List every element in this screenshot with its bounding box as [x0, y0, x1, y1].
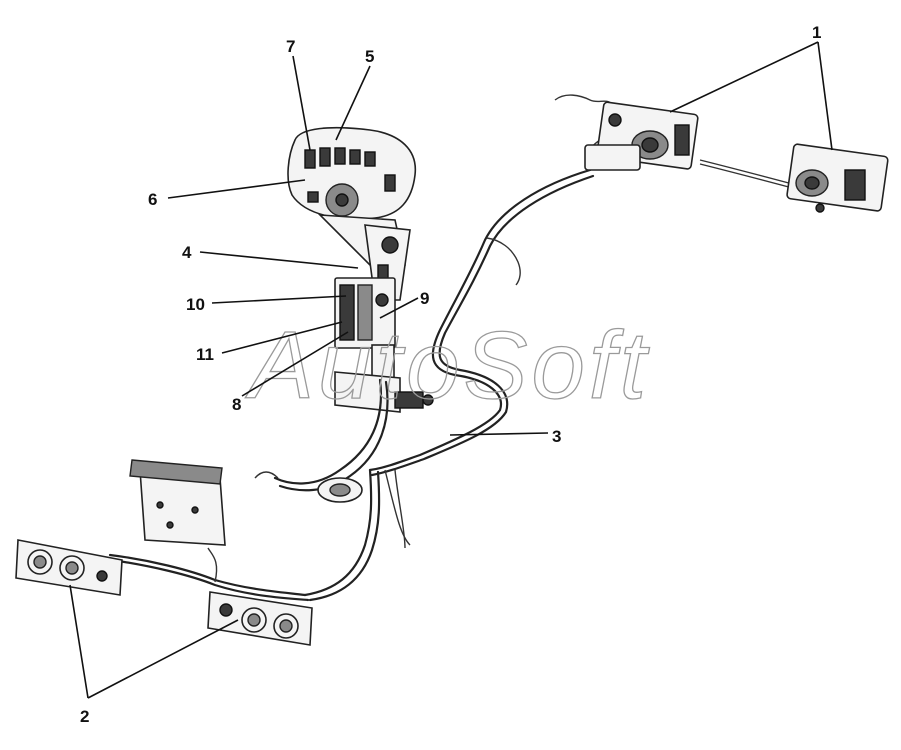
callout-10: 10 — [186, 295, 205, 314]
callouts: 1 2 3 4 5 6 7 8 9 10 11 — [80, 23, 821, 726]
steering-column — [317, 214, 411, 301]
part-1-unit-lower — [786, 143, 889, 213]
part-1-unit-upper — [554, 94, 699, 171]
switch-plate — [129, 459, 226, 546]
leader-lines — [69, 41, 833, 699]
callout-3: 3 — [552, 427, 561, 446]
part-2-lamp-right — [207, 591, 313, 646]
mounting-bracket — [334, 371, 434, 413]
column-harness — [254, 378, 411, 602]
callout-7: 7 — [286, 37, 295, 56]
callout-6: 6 — [148, 190, 157, 209]
callout-2: 2 — [80, 707, 89, 726]
callout-1: 1 — [812, 23, 821, 42]
callout-5: 5 — [365, 47, 374, 66]
callout-4: 4 — [182, 243, 192, 262]
callout-11: 11 — [196, 345, 214, 364]
relay-block — [334, 277, 396, 386]
part-2-lamp-left — [15, 539, 123, 596]
callout-8: 8 — [232, 395, 241, 414]
main-harness — [368, 139, 801, 477]
callout-9: 9 — [420, 289, 429, 308]
watermark-text: AutoSoft — [245, 312, 650, 419]
part-2-harness — [108, 547, 310, 602]
instrument-cluster — [287, 126, 417, 220]
